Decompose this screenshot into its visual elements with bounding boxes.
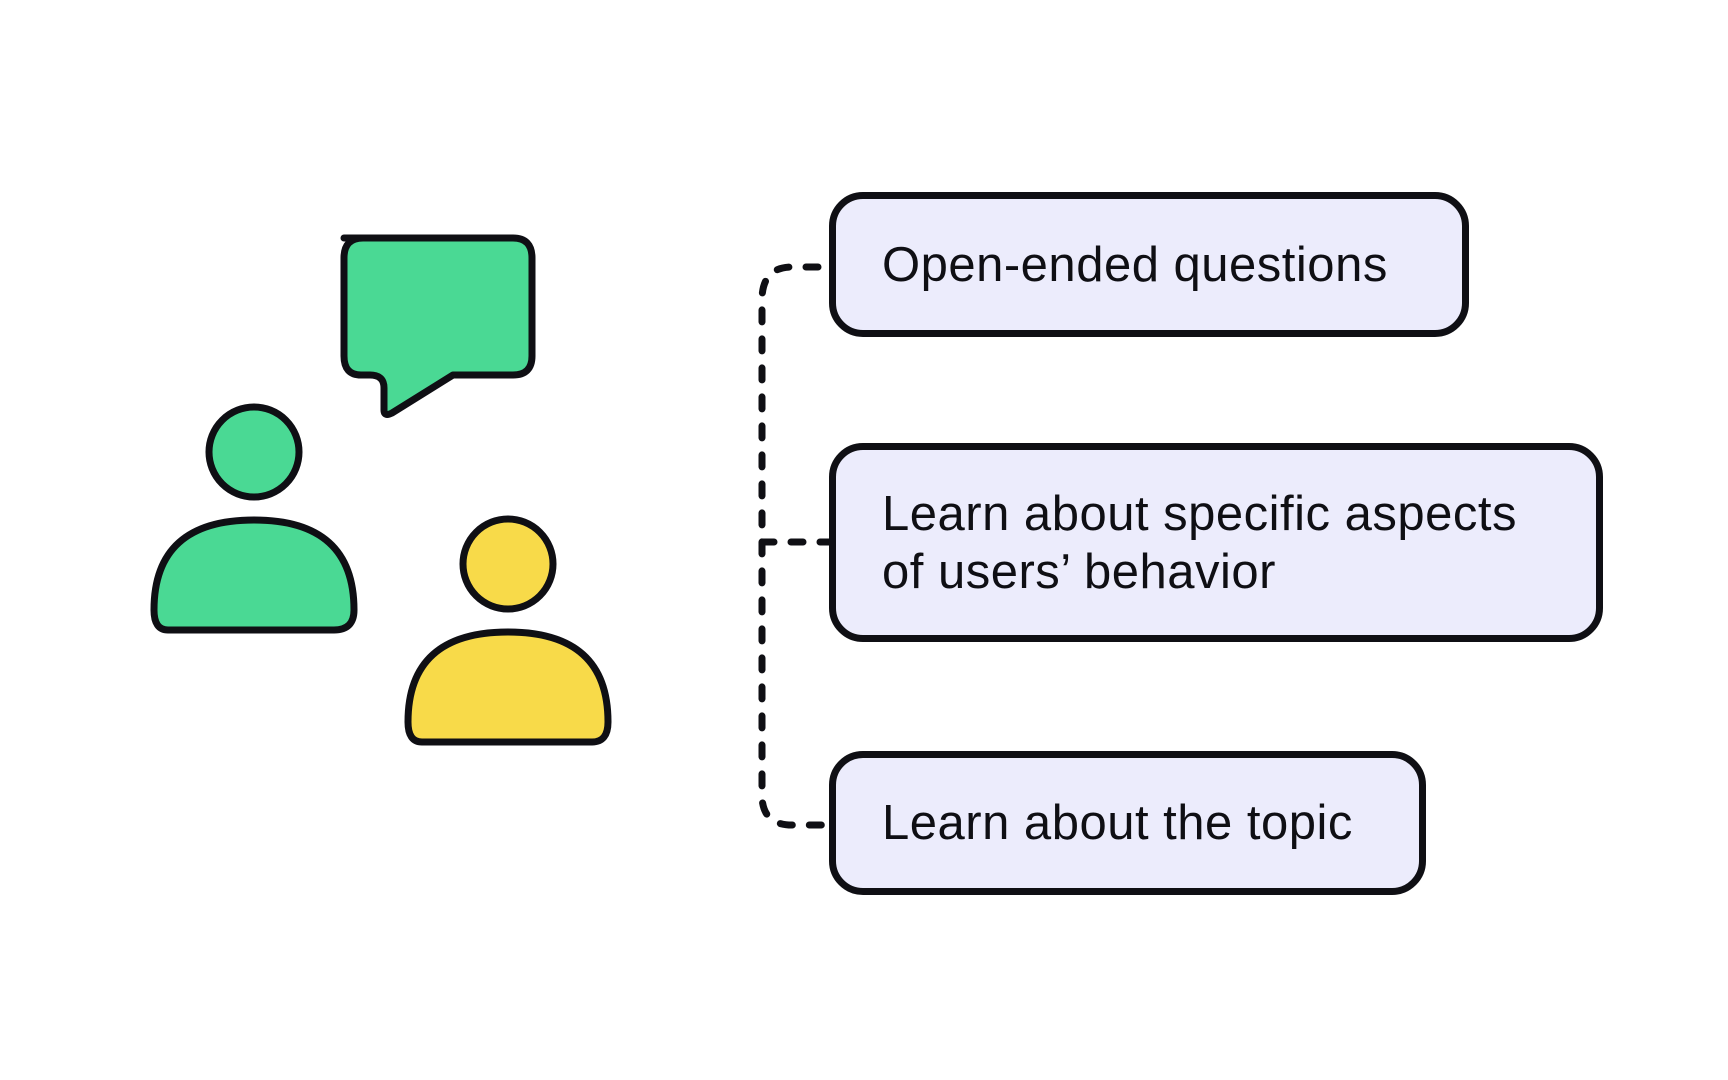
- person-left-icon: [150, 403, 358, 634]
- person-right-head: [459, 515, 557, 613]
- box-learn-topic: Learn about the topic: [829, 751, 1426, 895]
- dashed-connector: [758, 263, 833, 829]
- box-open-ended-questions: Open-ended questions: [829, 192, 1469, 337]
- person-right-icon: [404, 515, 612, 746]
- box-specific-aspects: Learn about specific aspects of users’ b…: [829, 443, 1603, 642]
- person-left-head: [205, 403, 303, 501]
- person-left-body: [150, 516, 358, 634]
- speech-bubble-icon: [340, 234, 536, 418]
- person-right-body: [404, 628, 612, 746]
